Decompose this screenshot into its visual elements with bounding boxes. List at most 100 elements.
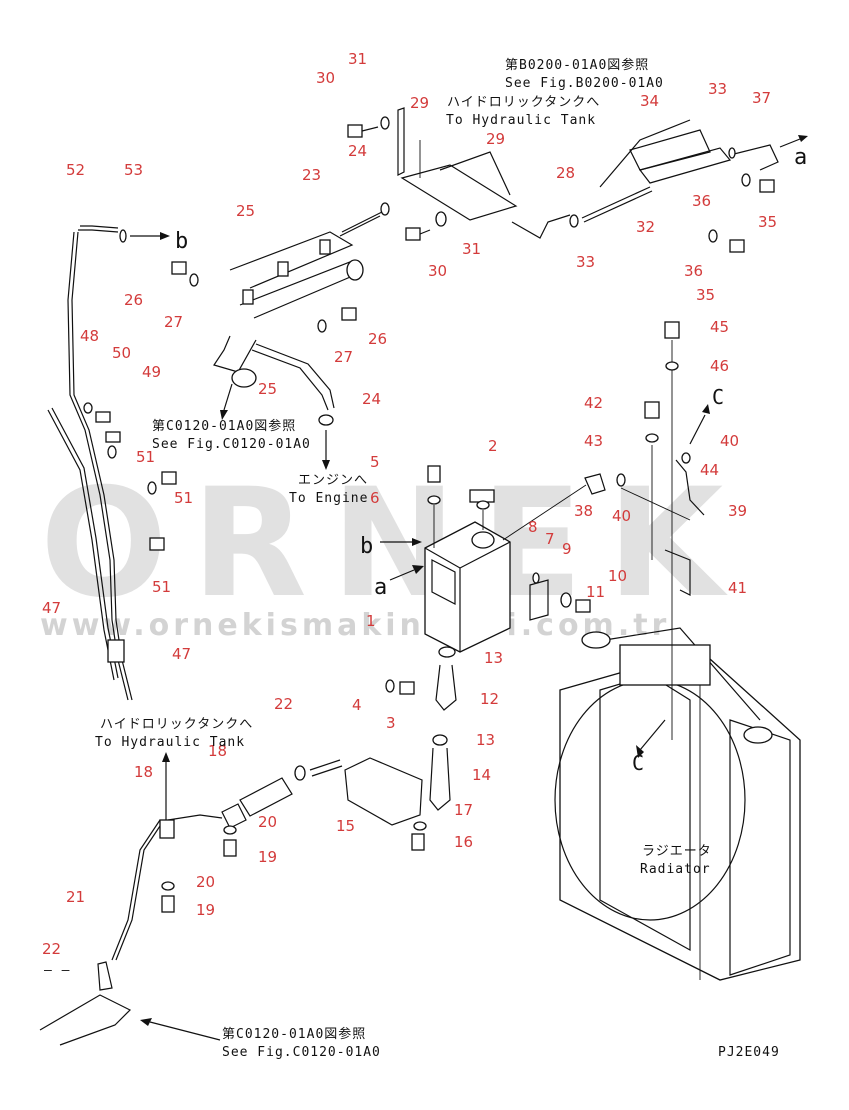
reserve-tank bbox=[380, 465, 691, 653]
arrow-letter-c-right: C bbox=[712, 385, 725, 409]
part-label: 40 bbox=[612, 507, 631, 525]
part-label: 22 bbox=[42, 940, 61, 958]
reference-letters: a b b a C C – – bbox=[44, 145, 808, 978]
part-label: 26 bbox=[124, 291, 143, 309]
part-label: 5 bbox=[370, 453, 380, 471]
note-ref-c0120-jp-mid: 第C0120-01A0図参照 bbox=[152, 418, 296, 434]
part-label: 23 bbox=[302, 166, 321, 184]
arrow-letter-a-top: a bbox=[794, 145, 808, 170]
part-label: 51 bbox=[136, 448, 155, 466]
part-label: 12 bbox=[480, 690, 499, 708]
part-label: 2 bbox=[488, 437, 498, 455]
washer-31-top bbox=[380, 116, 390, 130]
note-to-tank-jp-top: ハイドロリックタンクへ bbox=[447, 95, 600, 110]
note-ref-c0120-en-mid: See Fig.C0120-01A0 bbox=[152, 437, 311, 452]
part-label: 34 bbox=[640, 92, 659, 110]
part-label: 45 bbox=[710, 318, 729, 336]
part-label: 1 bbox=[366, 612, 376, 630]
part-label: 47 bbox=[172, 645, 191, 663]
watermark-url: www.ornekismakinalari.com.tr bbox=[40, 608, 670, 643]
part-label: 41 bbox=[728, 579, 747, 597]
note-to-engine-en: To Engine bbox=[289, 491, 368, 506]
part-label: 49 bbox=[142, 363, 161, 381]
part-label: 31 bbox=[462, 240, 481, 258]
part-label: 44 bbox=[700, 461, 719, 479]
part-label: 21 bbox=[66, 888, 85, 906]
clamp-assembly bbox=[171, 231, 364, 470]
lower-hoses bbox=[344, 646, 457, 851]
part-label: 39 bbox=[728, 502, 747, 520]
part-label: 17 bbox=[454, 801, 473, 819]
lower-left-lines bbox=[39, 752, 343, 1046]
watermark-brand: ORNEK bbox=[40, 457, 747, 631]
part-label: 51 bbox=[174, 489, 193, 507]
part-label: 27 bbox=[164, 313, 183, 331]
note-ref-b0200-jp: 第B0200-01A0図参照 bbox=[505, 57, 649, 73]
part-label: 52 bbox=[66, 161, 85, 179]
part-label: 3 bbox=[386, 714, 396, 732]
left-hydraulic-line bbox=[47, 225, 177, 701]
note-to-tank-en-left: To Hydraulic Tank bbox=[95, 735, 245, 750]
part-label: 22 bbox=[274, 695, 293, 713]
note-ref-c0120-en-bot: See Fig.C0120-01A0 bbox=[222, 1045, 381, 1060]
part-label: 36 bbox=[684, 262, 703, 280]
part-label: 40 bbox=[720, 432, 739, 450]
part-label: 33 bbox=[708, 80, 727, 98]
arrow-letter-b-left: b bbox=[175, 229, 189, 254]
part-label: 9 bbox=[562, 540, 572, 558]
part-label: 18 bbox=[208, 742, 227, 760]
drawing-code: PJ2E049 bbox=[718, 1045, 780, 1060]
note-ref-c0120-jp-bot: 第C0120-01A0図参照 bbox=[222, 1026, 366, 1042]
part-label: 15 bbox=[336, 817, 355, 835]
part-label: 20 bbox=[258, 813, 277, 831]
part-label: 28 bbox=[556, 164, 575, 182]
part-label: 4 bbox=[352, 696, 362, 714]
part-label: 25 bbox=[236, 202, 255, 220]
bolt-30-top bbox=[347, 124, 363, 138]
part-label: 13 bbox=[484, 649, 503, 667]
part-label: 43 bbox=[584, 432, 603, 450]
part-label: 24 bbox=[348, 142, 367, 160]
arrow-letter-c-radiator: C bbox=[632, 751, 645, 775]
part-label: 26 bbox=[368, 330, 387, 348]
part-label: 36 bbox=[692, 192, 711, 210]
part-label: 51 bbox=[152, 578, 171, 596]
part-label: 29 bbox=[410, 94, 429, 112]
radiator bbox=[554, 321, 801, 981]
part-label: 16 bbox=[454, 833, 473, 851]
part-label: 42 bbox=[584, 394, 603, 412]
part-label: 19 bbox=[196, 901, 215, 919]
part-label: 33 bbox=[576, 253, 595, 271]
arrow-letter-a-tank: a bbox=[374, 575, 388, 600]
part-label: 32 bbox=[636, 218, 655, 236]
part-label: 37 bbox=[752, 89, 771, 107]
part-label: 47 bbox=[42, 599, 61, 617]
part-label: 31 bbox=[348, 50, 367, 68]
part-label: 14 bbox=[472, 766, 491, 784]
part-label: 46 bbox=[710, 357, 729, 375]
part-label: 29 bbox=[486, 130, 505, 148]
note-ref-b0200-en: See Fig.B0200-01A0 bbox=[505, 76, 664, 91]
note-radiator-jp: ラジエータ bbox=[642, 844, 712, 859]
note-radiator-en: Radiator bbox=[640, 862, 711, 877]
part-label: 19 bbox=[258, 848, 277, 866]
part-label: 24 bbox=[362, 390, 381, 408]
part-label: 53 bbox=[124, 161, 143, 179]
note-to-engine-jp: エンジンへ bbox=[298, 473, 368, 488]
part-label: 8 bbox=[528, 518, 538, 536]
part-label: 25 bbox=[258, 380, 277, 398]
part-label: 50 bbox=[112, 344, 131, 362]
top-hydraulic-line bbox=[339, 107, 808, 253]
part-label: 27 bbox=[334, 348, 353, 366]
part-label: 35 bbox=[758, 213, 777, 231]
arrow-letter-b-tank: b bbox=[360, 534, 374, 559]
part-label: 30 bbox=[316, 69, 335, 87]
part-label: 10 bbox=[608, 567, 627, 585]
dash-mark: – – bbox=[44, 963, 70, 978]
diagram-notes: 第B0200-01A0図参照 See Fig.B0200-01A0 ハイドロリッ… bbox=[95, 57, 780, 1060]
part-label: 18 bbox=[134, 763, 153, 781]
part-label: 7 bbox=[545, 530, 555, 548]
part-number-labels: 31 30 24 29 29 23 28 34 33 37 25 26 27 3… bbox=[42, 50, 777, 958]
note-to-tank-jp-left: ハイドロリックタンクへ bbox=[100, 717, 253, 732]
